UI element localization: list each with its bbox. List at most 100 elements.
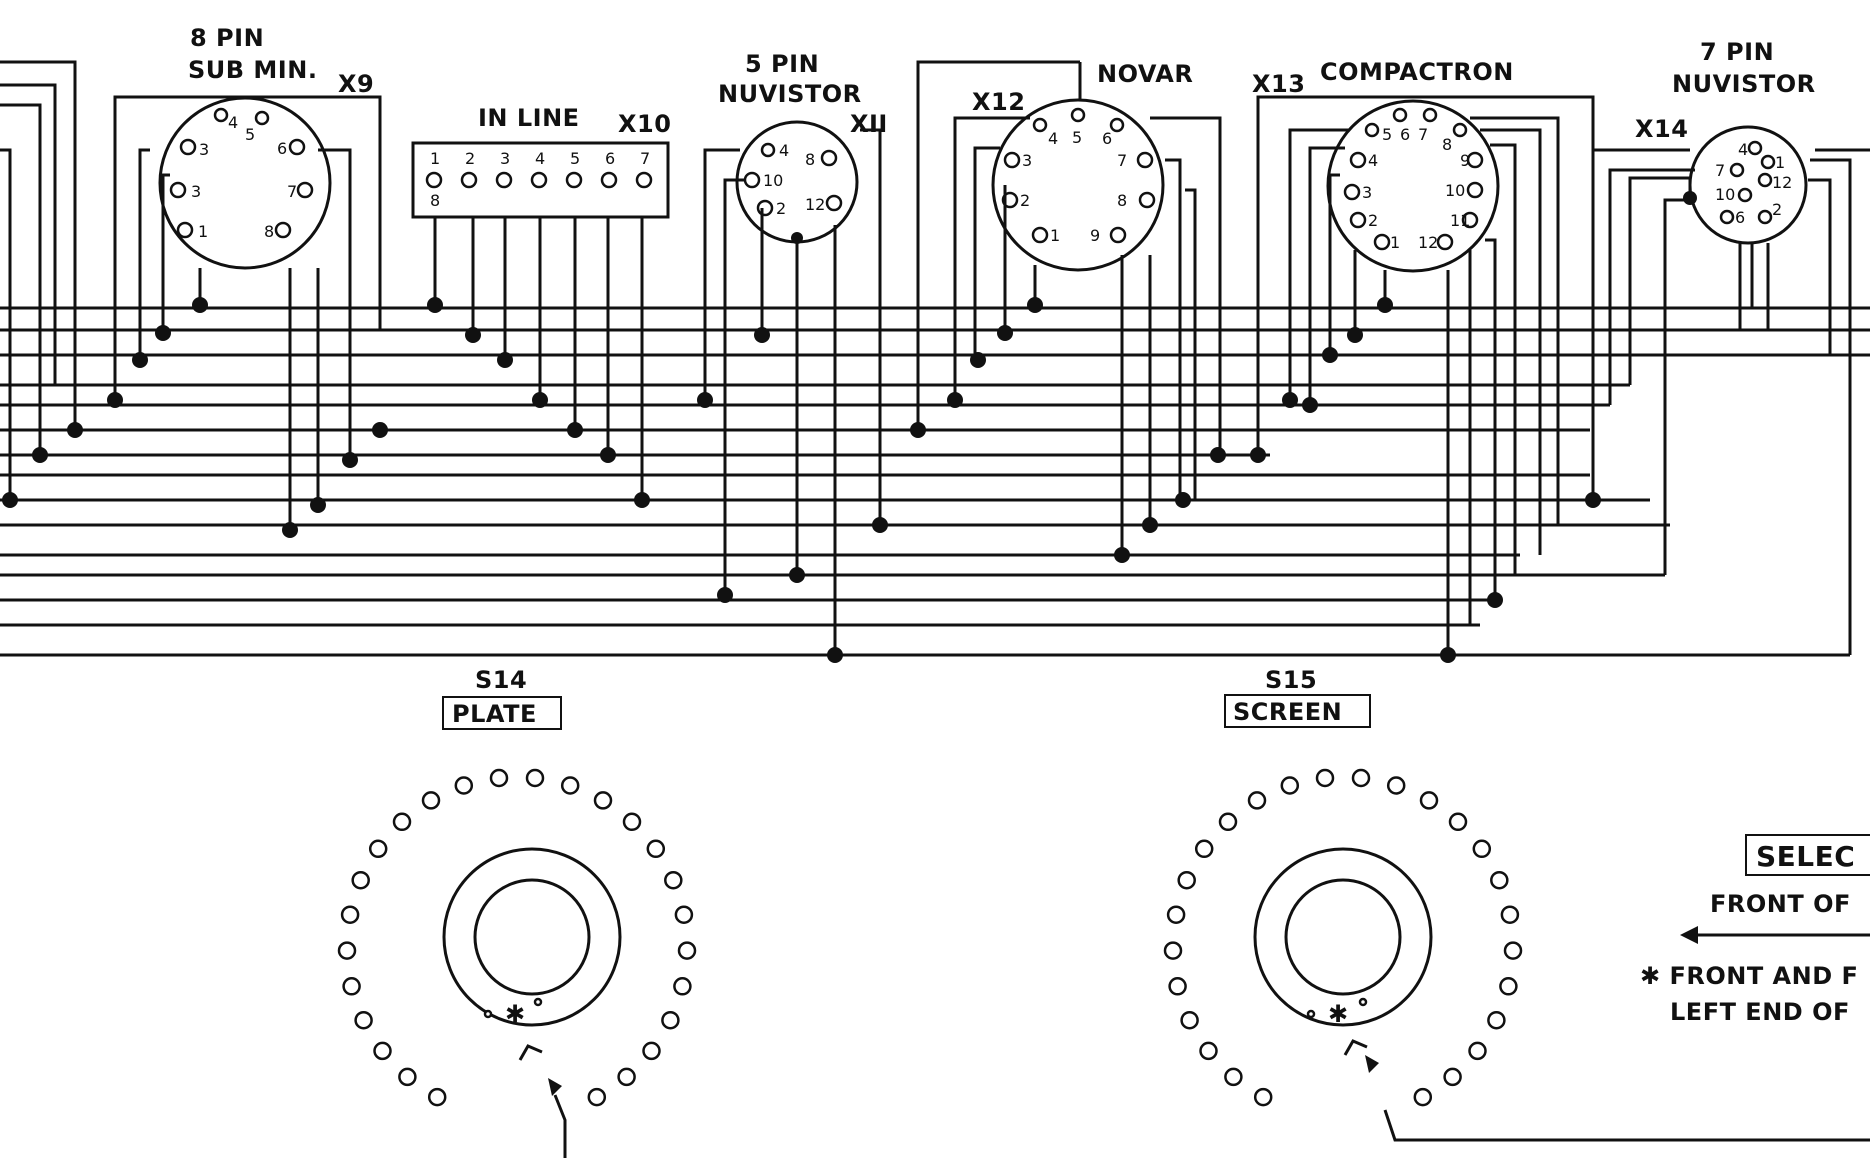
s14-contact [677, 941, 697, 960]
x9-pin-label: 7 [287, 182, 297, 201]
socket-x13: COMPACTRON X13 4 5 6 7 8 9 3 10 2 11 1 1… [1250, 58, 1601, 663]
svg-text:6: 6 [1400, 125, 1410, 144]
s14-contact [674, 905, 694, 924]
s15-contact [1247, 791, 1267, 810]
x9-id: X9 [338, 70, 374, 98]
svg-text:4: 4 [1368, 151, 1378, 170]
s14-rotor [442, 847, 622, 1027]
s15-detent [1306, 1009, 1316, 1019]
svg-text:1: 1 [1775, 153, 1785, 172]
s15-contact [1315, 768, 1335, 788]
switch-s15: S15 SCREEN ✱ [1163, 666, 1870, 1142]
star-note-line2: LEFT END OF [1670, 998, 1850, 1026]
svg-text:6: 6 [605, 149, 615, 168]
svg-text:1: 1 [1390, 233, 1400, 252]
socket-x11: 5 PIN NUVISTOR XII 4 8 10 2 12 [697, 50, 888, 663]
s15-contact [1468, 1041, 1487, 1061]
s14-contact [427, 1087, 447, 1107]
svg-text:4: 4 [1048, 129, 1058, 148]
s15-detent [1358, 997, 1368, 1007]
s15-contacts [1163, 768, 1523, 1107]
s15-contact [1419, 791, 1439, 810]
s14-name-box [442, 696, 562, 730]
x13-socket-body [1326, 99, 1500, 273]
socket-x14: 7 PIN NUVISTOR X14 4 1 7 12 10 6 2 [1591, 38, 1870, 655]
svg-text:2: 2 [465, 149, 475, 168]
svg-text:7: 7 [1418, 125, 1428, 144]
s15-contact [1177, 870, 1196, 890]
s14-contact [454, 776, 474, 795]
x9-pin [213, 107, 229, 123]
s15-name-box [1224, 694, 1371, 728]
s15-id: S15 [1265, 666, 1317, 694]
x11-name-line2: NUVISTOR [718, 80, 862, 108]
s15-contact [1413, 1087, 1433, 1107]
s15-contact [1499, 977, 1518, 996]
x9-pin-label: 4 [228, 113, 238, 132]
svg-text:6: 6 [1735, 208, 1745, 227]
s15-name: SCREEN [1233, 698, 1342, 726]
svg-text:11: 11 [1450, 211, 1470, 230]
s15-contact [1199, 1041, 1218, 1061]
x9-pin [254, 110, 270, 126]
svg-text:7: 7 [1117, 151, 1127, 170]
s15-contact [1472, 839, 1492, 859]
s14-contact [617, 1067, 636, 1087]
svg-text:5: 5 [1072, 128, 1082, 147]
s15-pointer [1383, 1109, 1870, 1142]
x9-pin-label: 3 [191, 182, 201, 201]
s15-contact [1180, 1010, 1199, 1030]
x12-name: NOVAR [1097, 60, 1193, 88]
s14-contact [398, 1067, 417, 1087]
front-label: FRONT OF [1710, 890, 1851, 918]
s14-notch [518, 1044, 543, 1061]
s15-contact [1503, 941, 1523, 960]
switch-s14: S14 PLATE ✱ [337, 666, 697, 1158]
s14-contact [337, 941, 357, 960]
select-box [1745, 834, 1870, 876]
svg-text:4: 4 [779, 141, 789, 160]
svg-text:1: 1 [1050, 226, 1060, 245]
s14-id: S14 [475, 666, 527, 694]
s14-contact [587, 1087, 607, 1107]
s14-contact [351, 870, 370, 890]
s14-detent [483, 1009, 493, 1019]
front-arrow-head [1680, 926, 1698, 944]
svg-text:7: 7 [1715, 161, 1725, 180]
s15-contact [1168, 977, 1187, 996]
s15-notch [1343, 1039, 1368, 1056]
svg-text:2: 2 [1020, 191, 1030, 210]
svg-text:12: 12 [1772, 173, 1792, 192]
s14-contact [560, 776, 580, 795]
s15-contact [1194, 839, 1214, 859]
x9-pin [274, 221, 292, 239]
x11-name-line1: 5 PIN [745, 50, 819, 78]
svg-text:5: 5 [1382, 125, 1392, 144]
x9-pin [179, 138, 197, 156]
svg-text:4: 4 [535, 149, 545, 168]
s15-contact [1253, 1087, 1273, 1107]
svg-text:2: 2 [1368, 211, 1378, 230]
svg-text:8: 8 [1117, 191, 1127, 210]
s14-contacts [337, 768, 697, 1107]
s15-contact [1487, 1010, 1506, 1030]
svg-text:7: 7 [640, 149, 650, 168]
s14-name: PLATE [452, 700, 537, 728]
x10-id: X10 [618, 110, 671, 138]
x9-pin [296, 181, 314, 199]
s14-pointer [553, 1094, 567, 1158]
x14-name-line2: NUVISTOR [1672, 70, 1816, 98]
s14-contact [354, 1010, 373, 1030]
svg-text:3: 3 [500, 149, 510, 168]
svg-text:1: 1 [430, 149, 440, 168]
svg-text:10: 10 [763, 171, 783, 190]
s14-contact [642, 1041, 661, 1061]
x9-pin-label: 3 [199, 140, 209, 159]
s14-contact [373, 1041, 392, 1061]
svg-text:3: 3 [1022, 151, 1032, 170]
x9-pin [288, 138, 306, 156]
s15-contact [1224, 1067, 1243, 1087]
s15-contact [1218, 812, 1238, 832]
s14-contact [368, 839, 388, 859]
svg-text:8: 8 [805, 150, 815, 169]
